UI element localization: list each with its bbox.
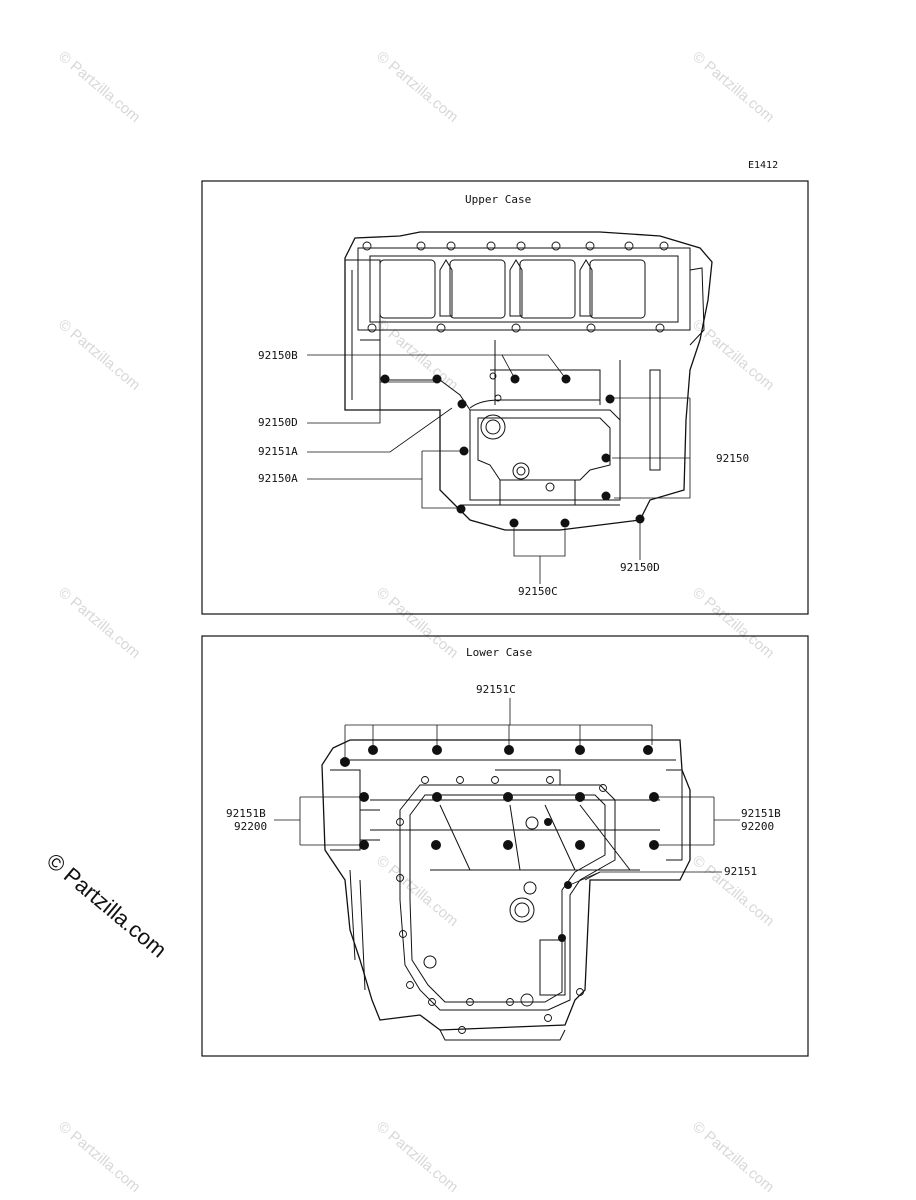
lower-case-frame	[201, 635, 809, 1057]
part-label-92200-right: 92200	[741, 820, 775, 833]
part-label-92200-left: 92200	[234, 820, 268, 833]
part-label-92150D-right: 92150D	[620, 561, 660, 574]
upper-case-title: Upper Case	[465, 193, 532, 206]
figure-code: E1412	[748, 160, 779, 171]
part-label-92151B-right: 92151B	[741, 807, 781, 820]
part-label-92150: 92150	[716, 452, 750, 465]
part-label-92150D-left: 92150D	[258, 416, 298, 429]
lower-case-title: Lower Case	[466, 646, 533, 659]
part-label-92150C: 92150C	[518, 585, 558, 598]
upper-case-frame	[201, 180, 809, 615]
part-label-92151B-left: 92151B	[226, 807, 266, 820]
part-label-92150A: 92150A	[258, 472, 298, 485]
part-label-92151A: 92151A	[258, 445, 298, 458]
part-label-92151C: 92151C	[476, 683, 516, 696]
part-label-92150B: 92150B	[258, 349, 298, 362]
part-label-92151: 92151	[724, 865, 758, 878]
